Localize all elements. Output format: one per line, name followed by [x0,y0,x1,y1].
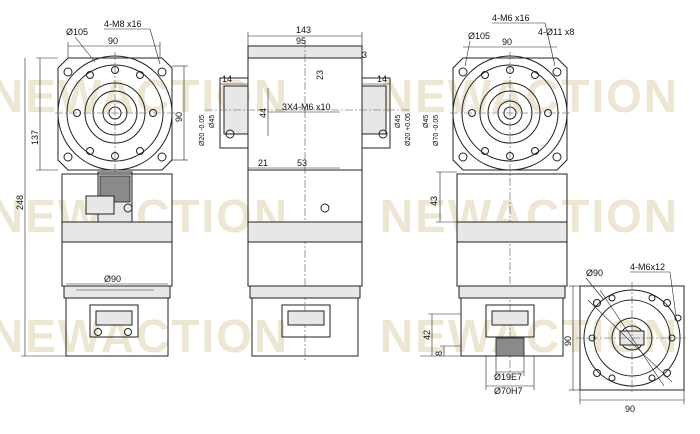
front-view: 90 Ø105 4-M8 x16 137 248 90 Ø90 [15,19,188,357]
right-dim-h-43: 43 [429,196,439,206]
side-dim-thread: 3X4-M6 x10 [282,102,331,112]
side-dim-keyway-left: Ø45 [209,115,216,128]
side-dim-shaft-left: 14 [222,74,232,84]
side-dim-shaft-dia-right: Ø20 +0.05 [405,113,412,146]
flange-view: Ø90 4-M6x12 90 90 [563,262,688,414]
side-dim-h-44: 44 [258,108,268,118]
front-dim-bottom-diameter: Ø90 [104,274,121,284]
front-dim-height-total: 248 [15,195,25,210]
right-dim-bore: Ø19E7 [494,372,522,382]
flange-dim-diameter: Ø90 [586,268,603,278]
side-dim-d-53: 53 [297,158,307,168]
flange-dim-height: 90 [563,336,573,346]
watermark-row-3: NEWACTION [0,310,289,362]
side-view: 143 95 3 23 14 14 3X4-M6 x10 Ø20 -0.05 Ø… [199,25,412,360]
front-dim-bolt-circle: Ø105 [66,27,88,37]
right-view: 4-M6 x16 Ø105 90 4-Ø11 x8 Ø70 -0.05 Ø45 … [420,13,574,396]
side-dim-shaft-dia-left: Ø20 -0.05 [199,115,206,146]
right-dim-spigot: Ø70H7 [494,386,523,396]
right-dim-bolt-spec: 4-M6 x16 [492,13,530,23]
flange-dim-width: 90 [625,404,635,414]
right-dim-h-42: 42 [422,330,432,340]
side-dim-23: 23 [315,70,325,80]
flange-dim-bolt-spec: 4-M6x12 [630,262,665,272]
right-dim-h-8: 8 [434,351,444,356]
side-dim-3: 3 [362,50,367,60]
side-dim-inner-width: 95 [296,36,306,46]
watermark-row-1b: NEWACTION [380,70,679,122]
right-dim-bolt-circle: Ø105 [468,31,490,41]
front-dim-top-width: 90 [108,36,118,46]
flange-bolt-holes [588,294,682,382]
front-dim-height-flange: 137 [30,130,40,145]
right-dim-keyway: Ø45 [423,115,430,128]
side-dim-keyway-right: Ø45 [395,115,402,128]
right-dim-top-width: 90 [502,37,512,47]
side-dim-shaft-right: 14 [377,74,387,84]
right-dim-shaft-dia: Ø70 -0.05 [433,115,440,146]
right-dim-hole-spec: 4-Ø11 x8 [538,27,574,37]
side-dim-d-21: 21 [258,158,268,168]
side-dim-total-width: 143 [296,25,311,35]
front-dim-bolt-spec: 4-M8 x16 [104,19,142,29]
front-dim-side-width: 90 [174,112,184,122]
